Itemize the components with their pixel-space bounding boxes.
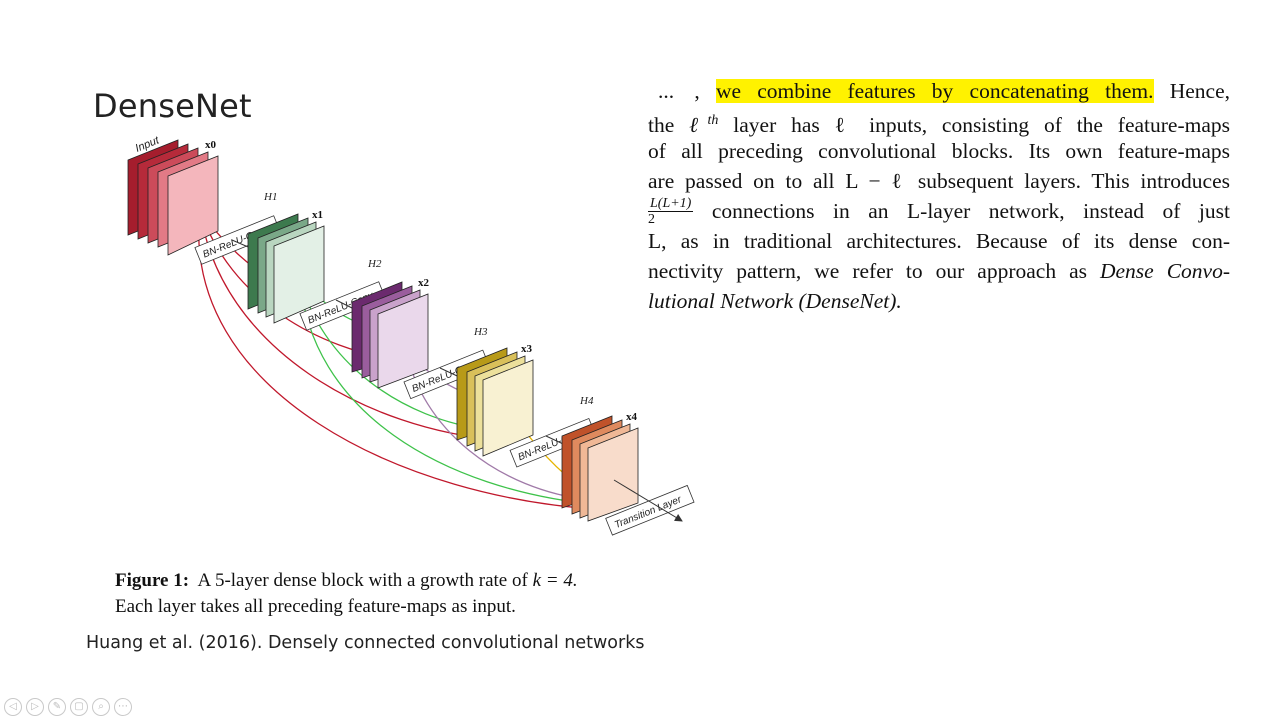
feature-label-x2: x2 [418, 277, 430, 289]
slide-title: DenseNet [93, 87, 252, 126]
caption-k: k = 4. [532, 570, 578, 591]
edge-x2-x4 [404, 344, 591, 501]
fraction: L(L+1)2 [648, 195, 694, 227]
layer-x0: Input x0 [127, 134, 219, 256]
quote-line-1: ... , we combine features by concatenati… [658, 79, 1231, 103]
previous-icon[interactable]: ◁ [4, 698, 22, 716]
quote-line-6: L, as in traditional architectures. Beca… [648, 229, 1230, 253]
layer-x1: H1 x1 [247, 191, 325, 324]
next-icon[interactable]: ▷ [26, 698, 44, 716]
layer-x4: H4 x4 [561, 395, 639, 522]
quote-line-7: nectivity pattern, we refer to our appro… [648, 259, 1231, 283]
slides-icon[interactable]: ▢ [70, 698, 88, 716]
pen-icon[interactable]: ✎ [48, 698, 66, 716]
block-label-h1: H1 [263, 191, 277, 203]
edge-x0-x3 [199, 209, 501, 441]
feature-label-x4: x4 [626, 411, 638, 423]
quote-line-3: of all preceding convolutional blocks. I… [648, 139, 1230, 163]
quote-line-8: lutional Network (DenseNet). [648, 289, 902, 313]
caption-text-2: Each layer takes all preceding feature-m… [115, 596, 516, 617]
quote-line-5: L(L+1)2 connections in an L-layer networ… [648, 195, 1230, 227]
block-label-h4: H4 [579, 395, 594, 407]
feature-label-x3: x3 [521, 343, 533, 355]
block-label-h2: H2 [367, 258, 382, 270]
quote-ellipsis: ... [658, 79, 675, 103]
block-label-h3: H3 [473, 326, 488, 338]
edge-x1-x3 [299, 277, 491, 431]
more-icon[interactable]: ⋯ [114, 698, 132, 716]
highlighted-phrase: we combine features by concatenating the… [715, 79, 1154, 103]
zoom-icon[interactable]: ⌕ [92, 698, 110, 716]
citation: Huang et al. (2016). Densely connected c… [86, 633, 645, 653]
feature-label-x0: x0 [205, 139, 217, 151]
caption-label: Figure 1: [115, 570, 190, 591]
feature-label-x1: x1 [312, 209, 323, 221]
layer-x3: H3 x3 [456, 326, 534, 457]
slide-nav-toolbar: ◁ ▷ ✎ ▢ ⌕ ⋯ [4, 698, 132, 716]
quote-block: ... , we combine features by concatenati… [648, 76, 1230, 316]
quote-line-4: are passed on to all L − ℓ subsequent la… [648, 169, 1230, 193]
caption-text-1: A 5-layer dense block with a growth rate… [197, 570, 528, 591]
densenet-diagram: Input x0 BN-ReLU-Conv H1 x1 BN-ReLU-Conv… [127, 134, 695, 536]
quote-line-2: the ℓth layer has ℓ inputs, consisting o… [648, 113, 1231, 138]
layer-x2: H2 x2 [351, 258, 430, 389]
figure-caption: Figure 1: A 5-layer dense block with a g… [115, 568, 578, 620]
edge-x0-x4 [198, 209, 611, 511]
